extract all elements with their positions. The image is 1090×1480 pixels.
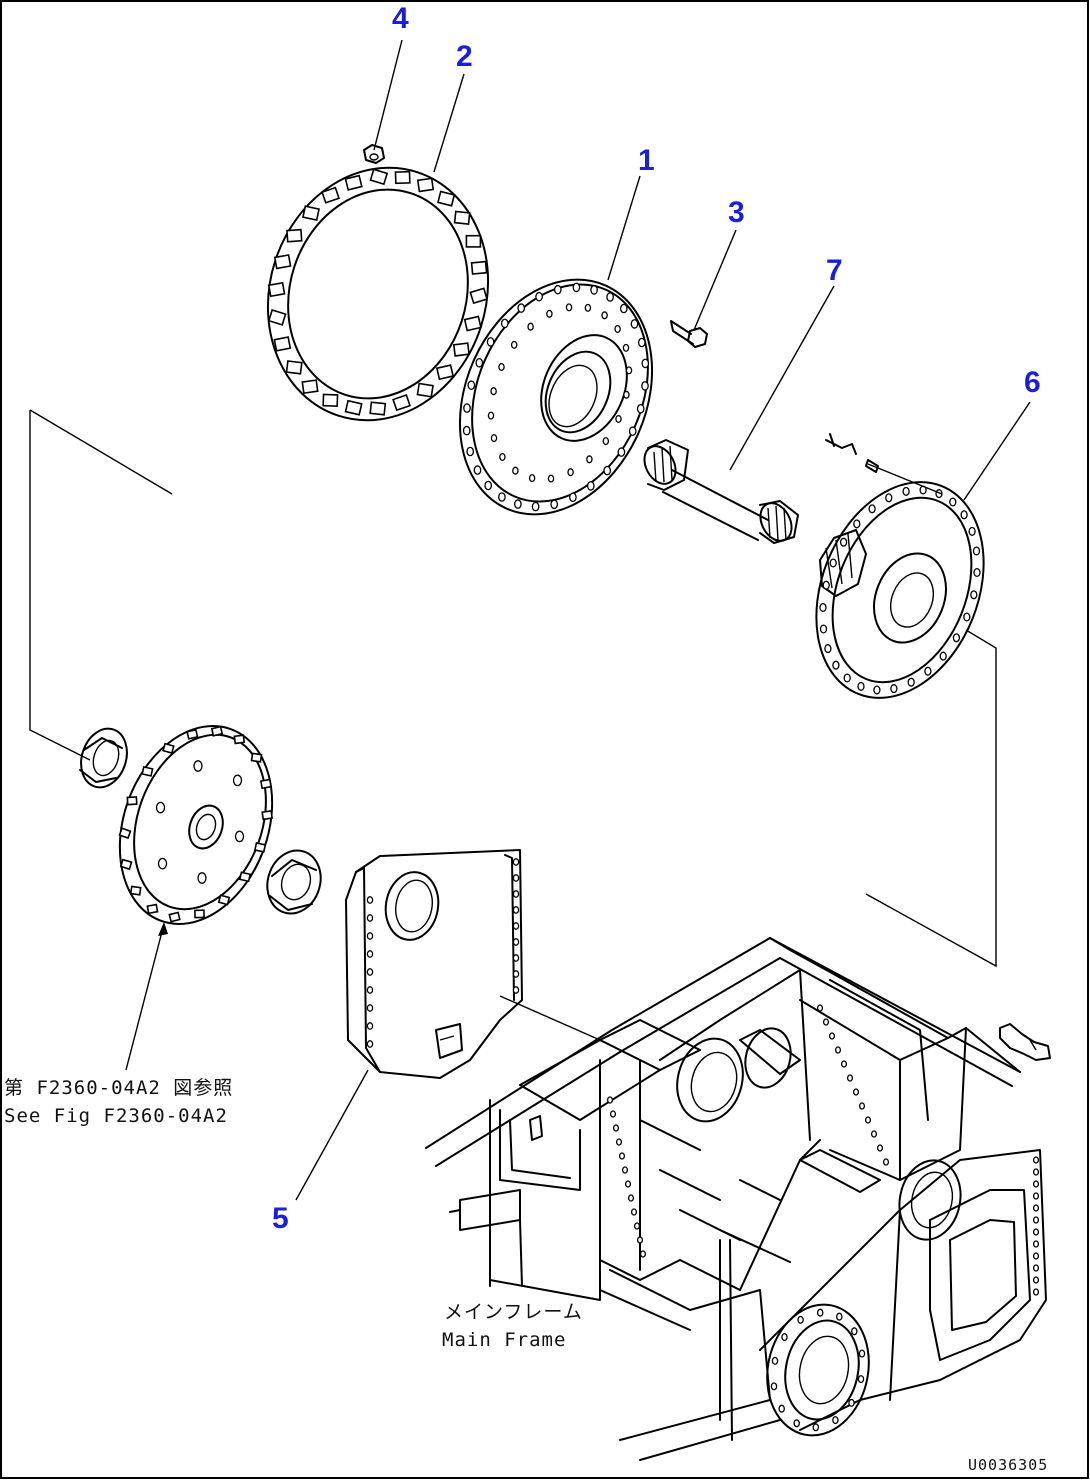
callout-1: 1 <box>638 144 655 177</box>
left-bearing-ring <box>74 723 134 794</box>
callout-5: 5 <box>272 1202 289 1235</box>
main-frame-label-jp: メインフレーム <box>444 1301 583 1323</box>
part-7-shaft <box>638 440 798 546</box>
part-5-housing <box>346 850 522 1078</box>
see-fig-note-jp: 第 F2360-04A2 図参照 <box>4 1077 233 1099</box>
callout-2: 2 <box>456 40 473 73</box>
callout-7: 7 <box>826 254 843 287</box>
part-3-bolt <box>671 321 707 347</box>
callout-3: 3 <box>728 196 745 229</box>
see-fig-note-en: See Fig F2360-04A2 <box>4 1105 228 1127</box>
callout-6: 6 <box>1024 366 1041 399</box>
drawing-id: U0036305 <box>968 1456 1048 1474</box>
main-frame <box>426 938 1050 1460</box>
main-frame-label-en: Main Frame <box>442 1329 566 1351</box>
part-2-sprocket-segments <box>236 139 521 449</box>
part-1-hub <box>424 249 688 545</box>
callout-4: 4 <box>392 2 409 35</box>
center-bearing-ring <box>259 844 328 921</box>
